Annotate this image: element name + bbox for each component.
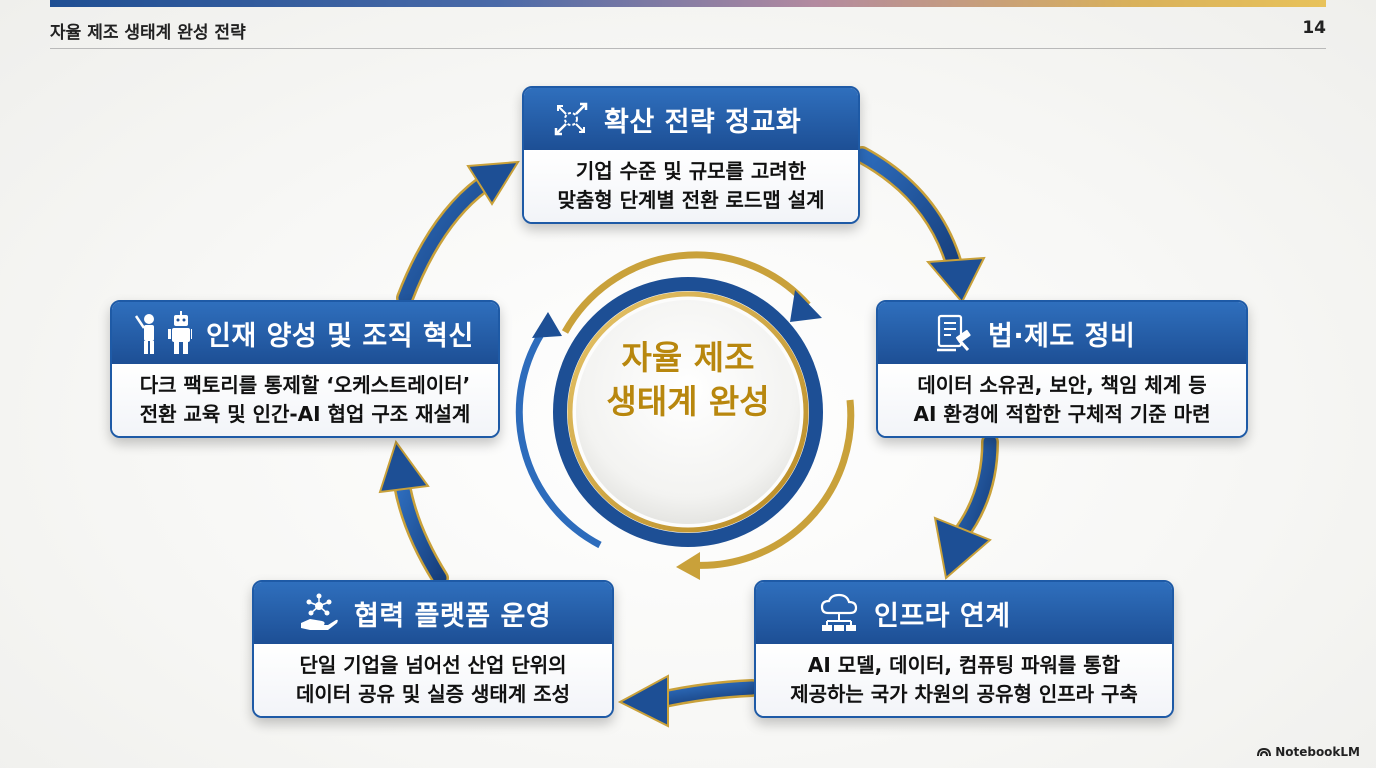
top-accent-bar bbox=[50, 0, 1326, 7]
card-text-line: 제공하는 국가 차원의 공유형 인프라 구축 bbox=[790, 682, 1138, 706]
arrow-talent-to-diffusion bbox=[398, 178, 489, 305]
arrowhead bbox=[466, 160, 520, 206]
card-title: 법·제도 정비 bbox=[988, 320, 1136, 352]
inner-arc-top bbox=[561, 251, 811, 334]
card-text-line: AI 환경에 적합한 구체적 기준 마련 bbox=[913, 402, 1211, 426]
card-text-line: 데이터 소유권, 보안, 책임 체계 등 bbox=[917, 373, 1207, 397]
card-text-line: 단일 기업을 넘어선 산업 단위의 bbox=[299, 653, 567, 677]
brand-watermark: NotebookLM bbox=[1257, 745, 1360, 759]
header-divider bbox=[50, 48, 1326, 49]
card-title: 인프라 연계 bbox=[874, 600, 1011, 632]
card-body: 데이터 소유권, 보안, 책임 체계 등 AI 환경에 적합한 구체적 기준 마… bbox=[878, 364, 1246, 436]
card-legal-framework: 법·제도 정비 데이터 소유권, 보안, 책임 체계 등 AI 환경에 적합한 … bbox=[876, 300, 1248, 438]
hand-network-icon bbox=[301, 593, 338, 630]
inner-arc-left bbox=[515, 326, 602, 549]
arrowhead bbox=[933, 516, 992, 580]
center-ring-blue bbox=[553, 277, 823, 547]
card-header: 인재 양성 및 조직 혁신 bbox=[112, 302, 498, 364]
card-text-line: 전환 교육 및 인간-AI 협업 구조 재설계 bbox=[139, 402, 471, 426]
card-body: 다크 팩토리를 통제할 ‘오케스트레이터’ 전환 교육 및 인간-AI 협업 구… bbox=[112, 364, 498, 436]
card-header: 인프라 연계 bbox=[756, 582, 1172, 644]
card-talent-innovation: 인재 양성 및 조직 혁신 다크 팩토리를 통제할 ‘오케스트레이터’ 전환 교… bbox=[110, 300, 500, 438]
document-gavel-icon bbox=[937, 314, 971, 352]
center-ring-gold bbox=[567, 291, 809, 533]
inner-arrowhead bbox=[676, 552, 700, 580]
brand-label: NotebookLM bbox=[1275, 745, 1360, 759]
card-text-line: 다크 팩토리를 통제할 ‘오케스트레이터’ bbox=[139, 373, 471, 397]
arrowhead bbox=[617, 674, 669, 728]
arrow-diffusion-to-legal bbox=[855, 148, 962, 275]
diffusion-arrows-icon bbox=[554, 102, 588, 136]
arrowhead bbox=[378, 439, 430, 494]
card-header: 확산 전략 정교화 bbox=[524, 88, 858, 150]
page-title: 자율 제조 생태계 완성 전략 bbox=[50, 23, 246, 43]
card-collab-platform: 협력 플랫폼 운영 단일 기업을 넘어선 산업 단위의 데이터 공유 및 실증 … bbox=[252, 580, 614, 718]
inner-arc-right bbox=[689, 399, 855, 569]
page-number: 14 bbox=[1302, 18, 1326, 38]
cycle-arrows bbox=[378, 146, 999, 728]
arrow-platform-to-talent bbox=[395, 478, 447, 585]
center-title-line1: 자율 제조 bbox=[621, 338, 755, 377]
card-text-line: 맞춤형 단계별 전환 로드맵 설계 bbox=[557, 188, 825, 212]
center-hub bbox=[515, 251, 855, 580]
center-title: 자율 제조 생태계 완성 bbox=[578, 336, 798, 424]
card-header: 협력 플랫폼 운영 bbox=[254, 582, 612, 644]
notebooklm-logo-icon bbox=[1257, 747, 1272, 757]
inner-arrowhead bbox=[790, 290, 822, 322]
arrowhead bbox=[925, 256, 986, 304]
center-title-line2: 생태계 완성 bbox=[606, 382, 770, 421]
card-body: 기업 수준 및 규모를 고려한 맞춤형 단계별 전환 로드맵 설계 bbox=[524, 150, 858, 222]
card-text-line: 기업 수준 및 규모를 고려한 bbox=[575, 159, 807, 183]
arrow-outline bbox=[853, 146, 964, 277]
inner-arrowhead bbox=[532, 312, 562, 338]
card-body: 단일 기업을 넘어선 산업 단위의 데이터 공유 및 실증 생태계 조성 bbox=[254, 644, 612, 716]
arrow-legal-to-infra bbox=[953, 435, 997, 542]
card-title: 인재 양성 및 조직 혁신 bbox=[206, 320, 474, 352]
teacher-robot-icon bbox=[134, 311, 192, 354]
card-header: 법·제도 정비 bbox=[878, 302, 1246, 364]
cloud-network-icon bbox=[820, 593, 858, 631]
center-disc bbox=[576, 300, 800, 524]
arrow-infra-to-platform bbox=[653, 681, 759, 707]
card-infrastructure: 인프라 연계 AI 모델, 데이터, 컴퓨팅 파워를 통합 제공하는 국가 차원… bbox=[754, 580, 1174, 718]
card-body: AI 모델, 데이터, 컴퓨팅 파워를 통합 제공하는 국가 차원의 공유형 인… bbox=[756, 644, 1172, 716]
card-text-line: 데이터 공유 및 실증 생태계 조성 bbox=[295, 682, 570, 706]
card-text-line: AI 모델, 데이터, 컴퓨팅 파워를 통합 bbox=[807, 653, 1121, 677]
card-diffusion-strategy: 확산 전략 정교화 기업 수준 및 규모를 고려한 맞춤형 단계별 전환 로드맵… bbox=[522, 86, 860, 224]
card-title: 확산 전략 정교화 bbox=[604, 106, 802, 138]
card-title: 협력 플랫폼 운영 bbox=[354, 600, 552, 632]
